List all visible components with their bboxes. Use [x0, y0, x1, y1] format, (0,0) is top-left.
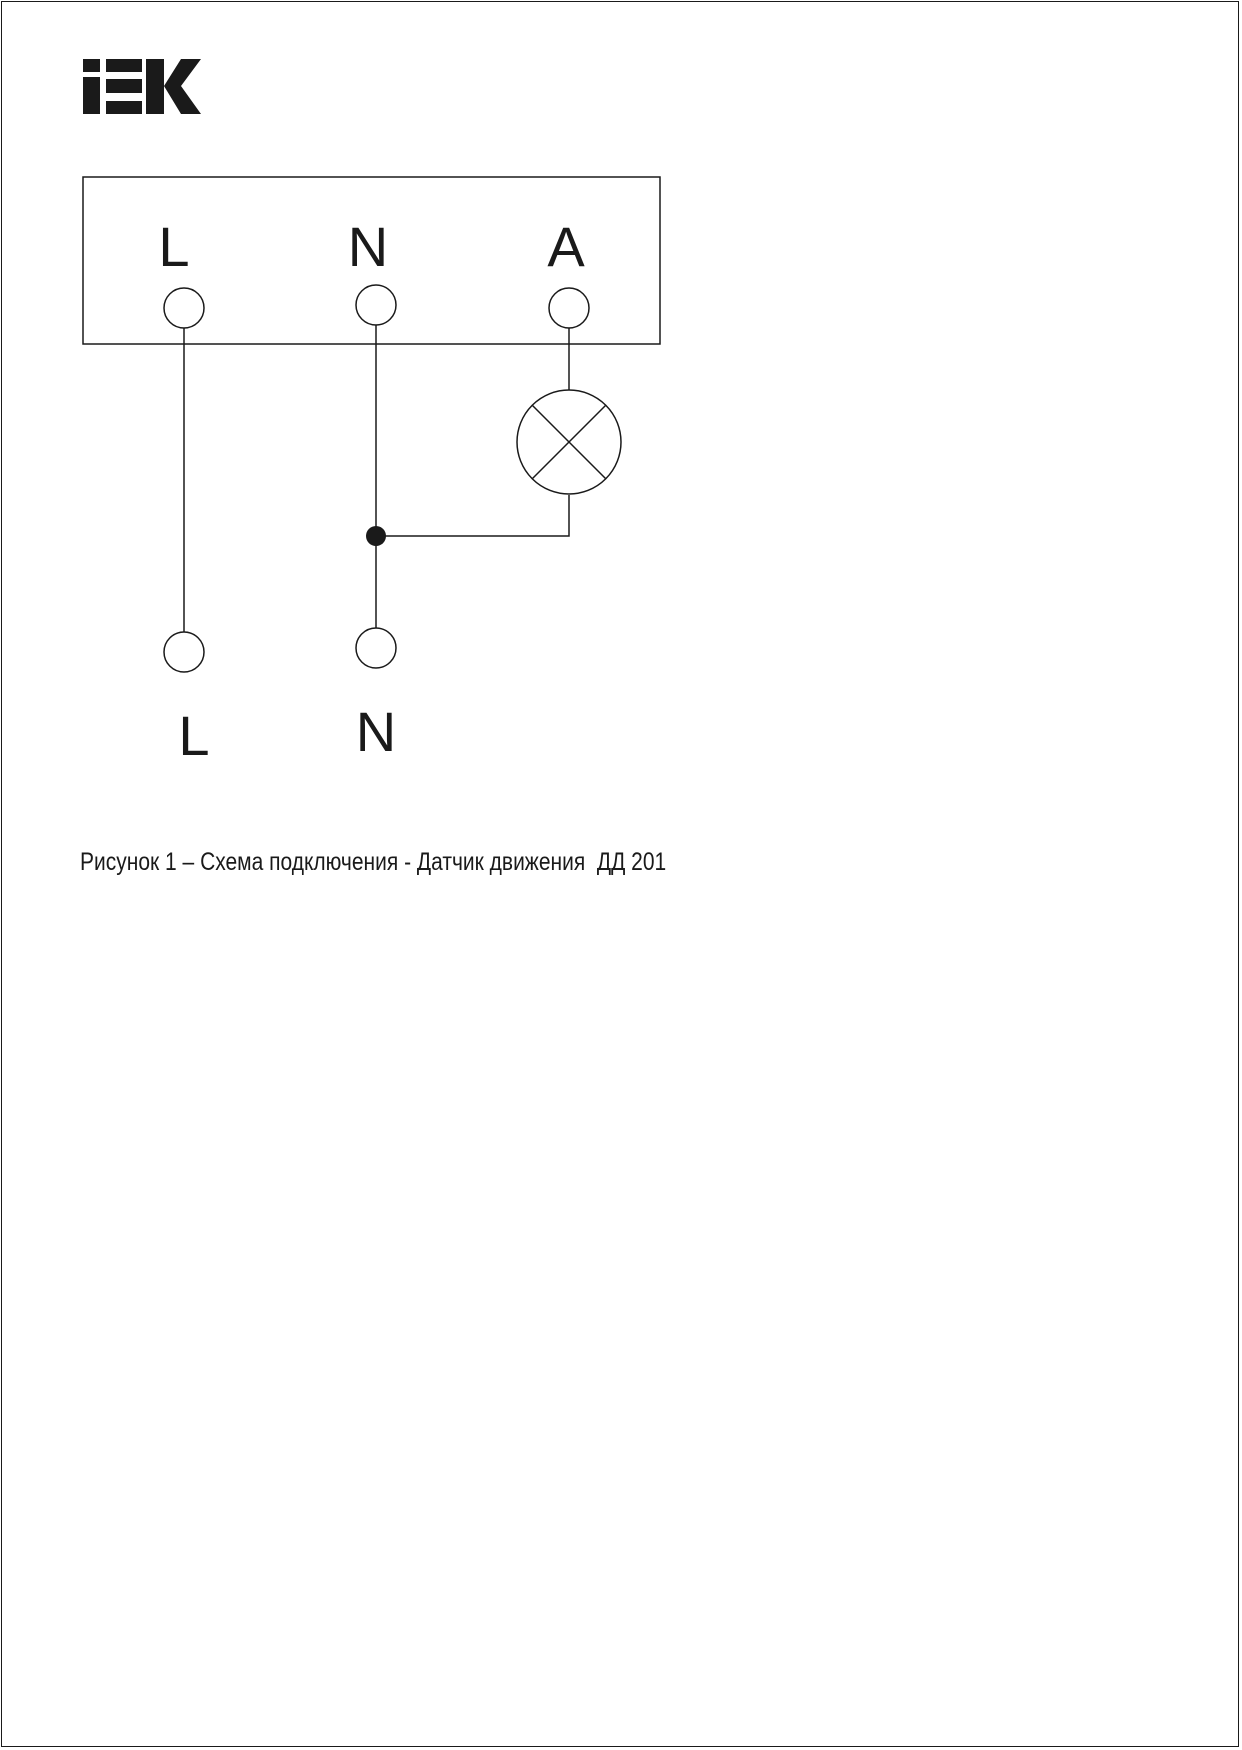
lamp-symbol — [516, 389, 622, 495]
terminal-block — [82, 176, 661, 345]
supply-label-l: L — [178, 704, 209, 767]
supply-terminals — [163, 627, 397, 673]
terminal-label-a: A — [547, 215, 585, 278]
terminal-circle-n — [355, 284, 397, 326]
block-terminals — [163, 284, 590, 329]
wires — [183, 325, 570, 632]
wire-lamp-to-n — [376, 495, 570, 537]
terminal-circle-a — [548, 287, 590, 329]
terminal-label-l: L — [158, 215, 189, 278]
iek-logo — [83, 59, 201, 114]
terminal-circle-l — [163, 287, 205, 329]
terminal-label-n: N — [348, 215, 388, 278]
junction-dot — [366, 526, 386, 546]
supply-label-n: N — [356, 700, 396, 763]
supply-terminal-l — [163, 631, 205, 673]
supply-terminal-n — [355, 627, 397, 669]
figure-caption: Рисунок 1 – Схема подключения - Датчик д… — [80, 848, 667, 876]
